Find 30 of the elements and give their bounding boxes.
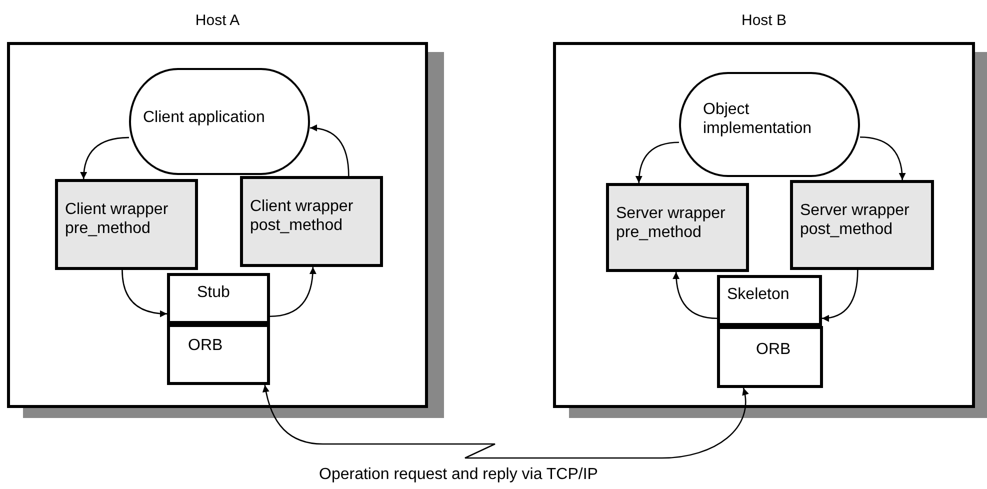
node-label: ORB (756, 341, 791, 359)
node-label: Client application (143, 108, 265, 127)
node-label: Skeleton (727, 286, 790, 304)
node-label: Server wrapper pre_method (616, 204, 726, 242)
node-label: Client wrapper post_method (250, 197, 354, 235)
wrapper-box (790, 180, 934, 270)
process-box (717, 275, 822, 326)
arrow (122, 270, 168, 317)
arrow (822, 270, 858, 322)
wrapper-box (55, 179, 198, 270)
wrapper-box (606, 183, 749, 272)
node-label: Client wrapper pre_method (65, 200, 170, 238)
arrow (310, 124, 350, 176)
arrow (636, 142, 680, 184)
arrow (860, 136, 906, 180)
host-title: Host B (741, 12, 786, 29)
edge-label: Operation request and reply via TCP/IP (319, 466, 598, 484)
arrow (270, 266, 316, 317)
node-label: Object implementation (703, 100, 812, 138)
node-label: Server wrapper post_method (800, 201, 910, 239)
wrapper-box (240, 176, 383, 267)
arrow (262, 384, 748, 459)
process-box (167, 324, 270, 385)
node-label: ORB (188, 337, 223, 355)
process-box (717, 326, 823, 388)
arrow (672, 272, 718, 319)
host-title: Host A (195, 12, 240, 29)
node-label: Stub (197, 284, 230, 302)
arrow (80, 136, 130, 180)
process-box (167, 273, 270, 324)
